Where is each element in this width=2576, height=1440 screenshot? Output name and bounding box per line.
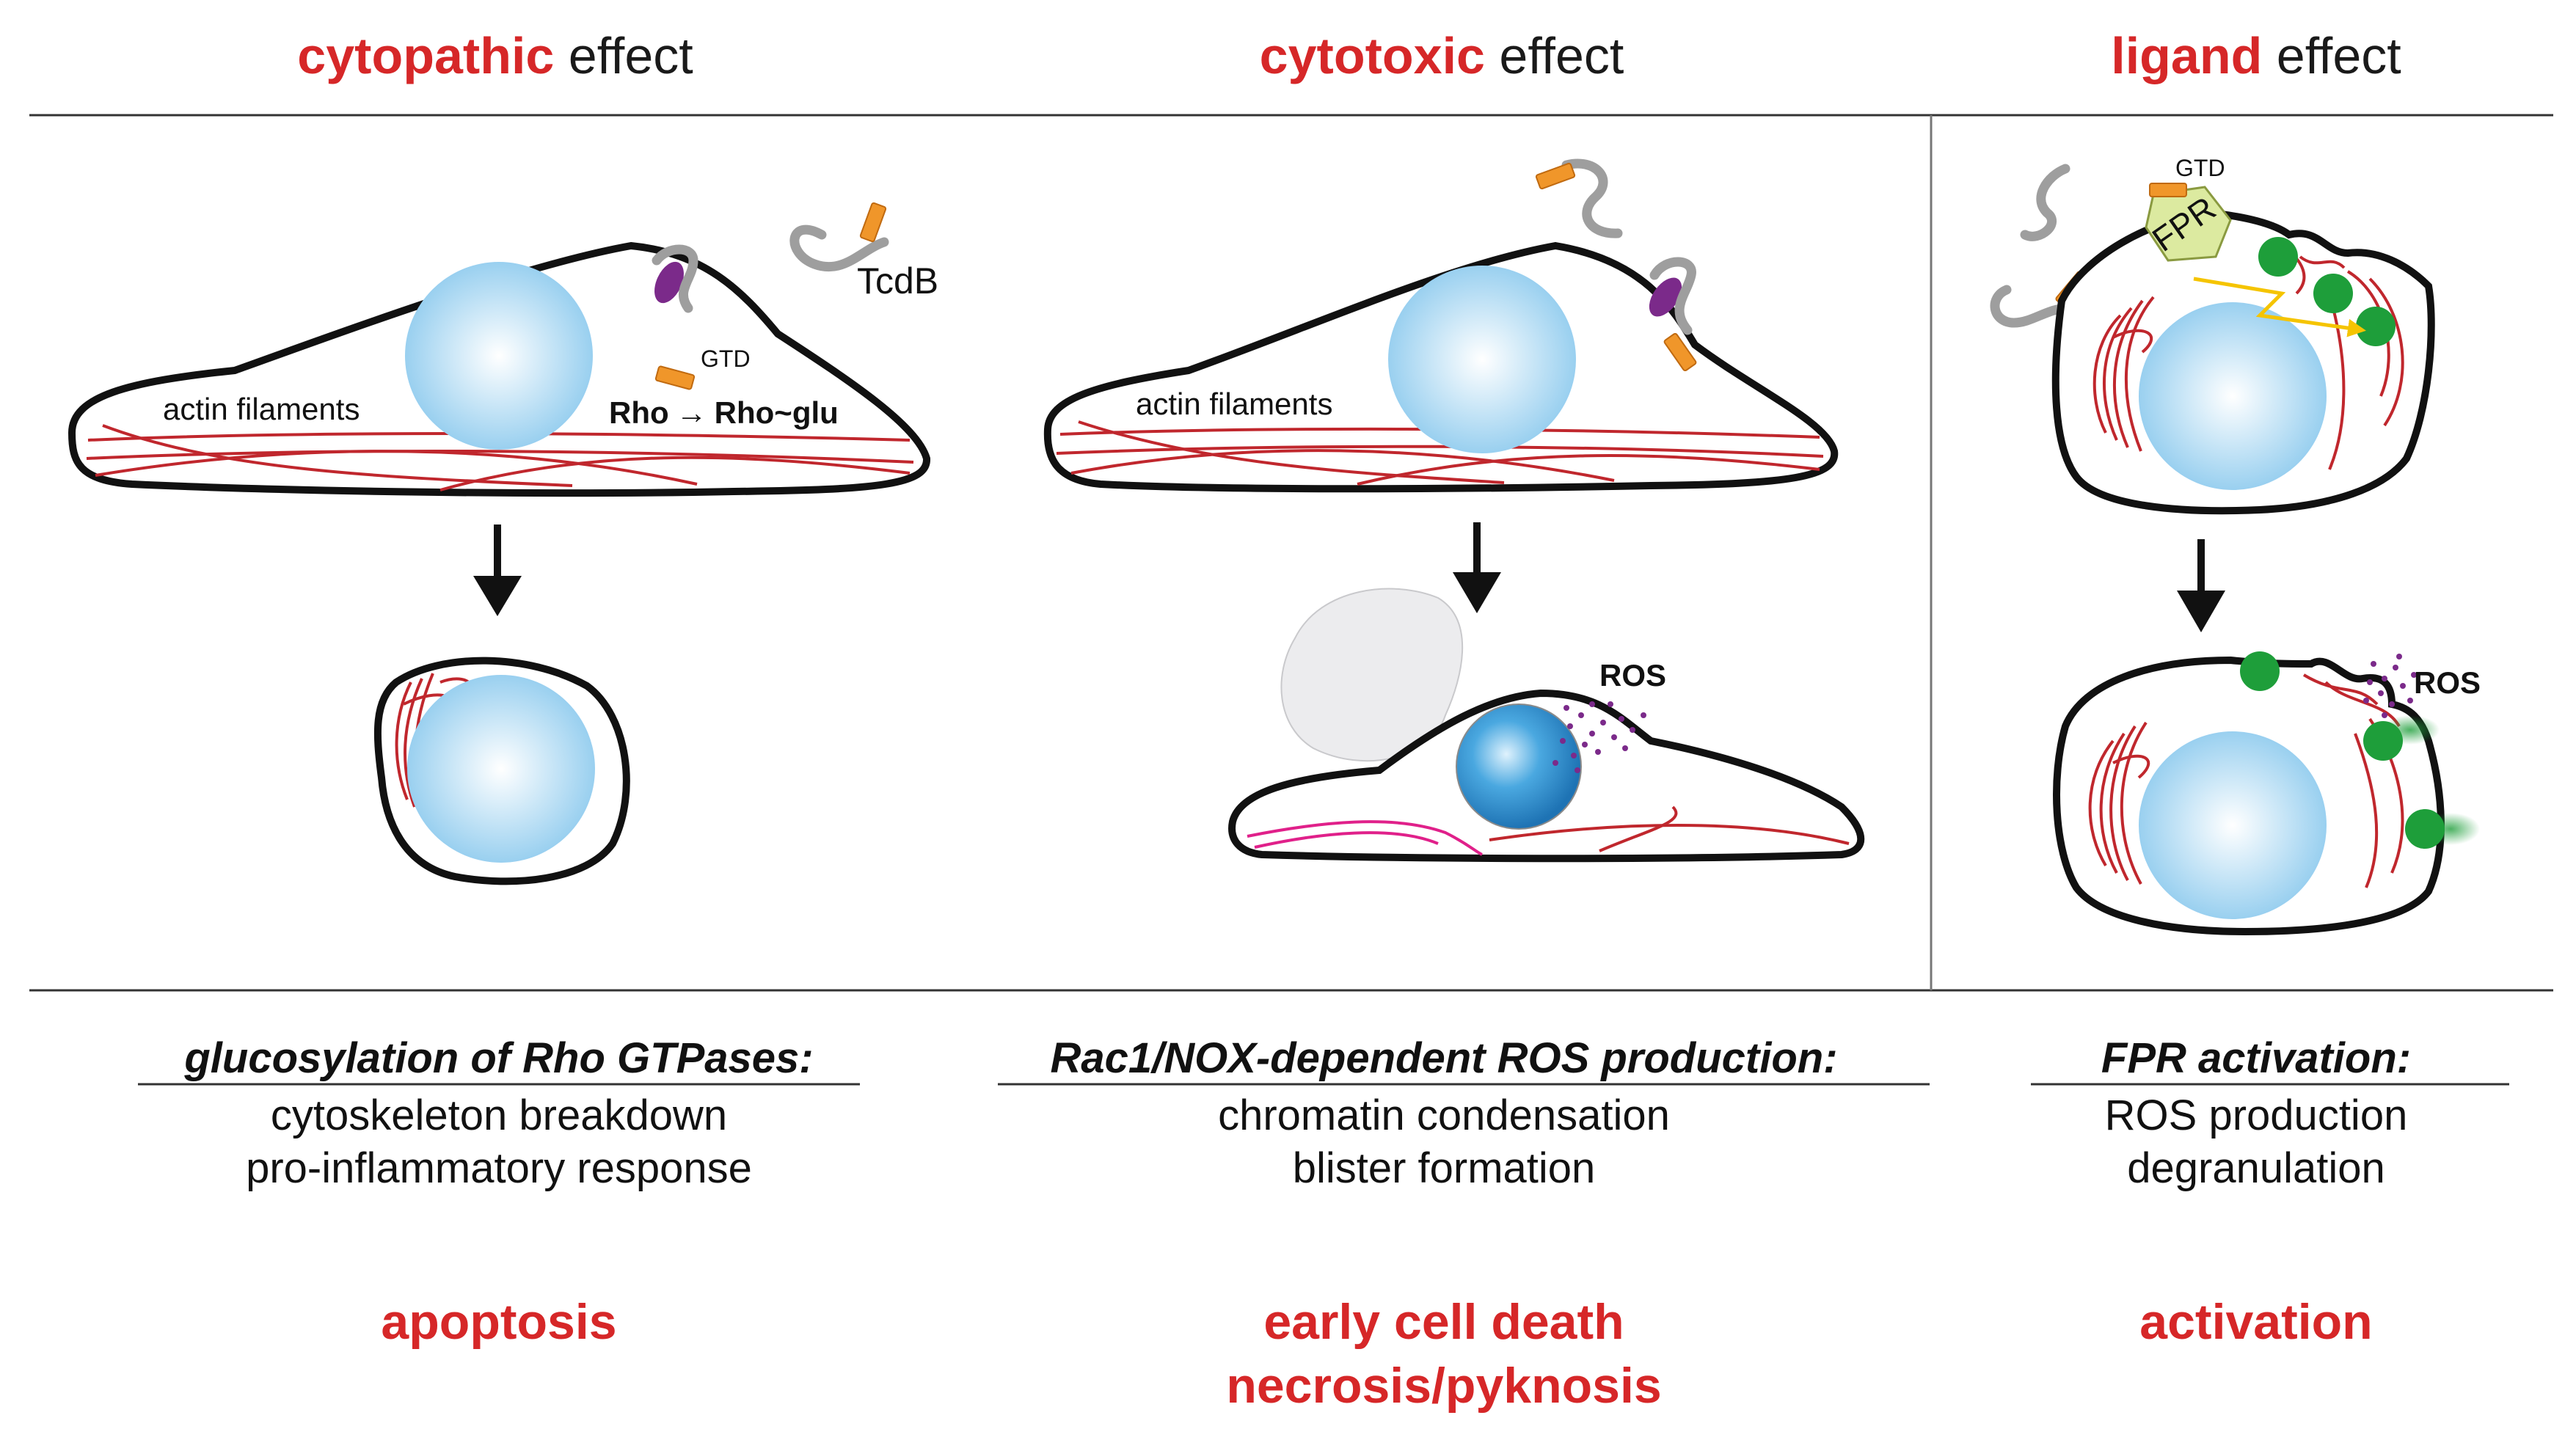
- header-ligand: ligand effect: [2111, 27, 2401, 84]
- actin-filaments-label: actin filaments: [163, 392, 360, 426]
- toxin-molecule: [1990, 285, 2074, 328]
- actin-filament: [439, 456, 911, 491]
- mechanism-line: cytoskeleton breakdown: [271, 1092, 727, 1139]
- mechanism-title: glucosylation of Rho GTPases:: [183, 1034, 813, 1082]
- granule: [2258, 237, 2298, 277]
- actin-cluster: [395, 681, 412, 800]
- actin-filament: [1357, 454, 1820, 486]
- actin-filament: [1056, 445, 1824, 458]
- rho-reaction-label: Rho→Rho~glu: [609, 395, 839, 430]
- toxin-gtd-fragment: [1535, 162, 1576, 190]
- gtd-fragment: [654, 365, 696, 390]
- actin-filament: [1599, 805, 1678, 852]
- mechanism-line: degranulation: [2127, 1144, 2385, 1192]
- actin-cluster: [2112, 299, 2144, 448]
- actin-filament: [1254, 831, 1439, 849]
- actin-cluster: [2112, 754, 2150, 779]
- mechanism-line: chromatin condensation: [1218, 1092, 1670, 1139]
- actin-filament: [2368, 277, 2404, 427]
- granule: [2240, 651, 2280, 691]
- actin-filament: [1489, 824, 1850, 845]
- actin-cluster: [2109, 725, 2137, 881]
- actin-filament: [86, 449, 914, 464]
- ros-dots: [1552, 701, 1646, 773]
- mechanism-ligand: FPR activation: ROS production degranula…: [2031, 1034, 2509, 1350]
- actin-filament: [1078, 420, 1505, 484]
- tcdb-label: TcdB: [857, 260, 938, 301]
- nucleus: [2139, 731, 2327, 919]
- granule: [2363, 721, 2403, 761]
- outcome-label: necrosis/pyknosis: [1226, 1358, 1661, 1414]
- tcdb-gtd-fragment: [859, 202, 887, 243]
- nucleus: [407, 675, 595, 863]
- granule: [2405, 809, 2445, 849]
- gtd-label: GTD: [2175, 155, 2225, 181]
- ros-dots: [2363, 654, 2417, 718]
- actin-filament: [102, 424, 573, 487]
- actin-filament: [2354, 733, 2379, 888]
- actin-cluster: [404, 678, 423, 808]
- ligand-panel: FPR GTD: [1990, 155, 2481, 936]
- nucleus: [2139, 302, 2327, 490]
- down-arrow-head: [2177, 591, 2225, 632]
- mechanism-title: FPR activation:: [2101, 1034, 2411, 1082]
- receptor: [1649, 277, 1682, 317]
- mechanism-cytopathic: glucosylation of Rho GTPases: cytoskelet…: [138, 1034, 860, 1350]
- mechanism-title: Rac1/NOX-dependent ROS production:: [1050, 1034, 1837, 1082]
- toxin-molecule: [1561, 158, 1623, 238]
- actin-filament: [2302, 673, 2379, 706]
- outcome-label: activation: [2139, 1294, 2372, 1350]
- actin-filament: [2299, 255, 2346, 269]
- actin-cluster: [2099, 732, 2126, 874]
- actin-cluster: [2088, 739, 2115, 867]
- actin-filament: [2328, 307, 2346, 470]
- receptor: [654, 261, 684, 304]
- actin-filament: [1247, 820, 1483, 856]
- header-cytotoxic: cytotoxic effect: [1260, 27, 1624, 84]
- down-arrow-head: [1453, 572, 1501, 613]
- blister: [1280, 588, 1464, 762]
- actin-filament: [1059, 427, 1820, 439]
- bound-toxin: [1649, 257, 1696, 335]
- mechanism-line: pro-inflammatory response: [246, 1144, 752, 1192]
- toxin-molecule: [2020, 164, 2070, 241]
- nucleus: [405, 262, 593, 450]
- gtd-label: GTD: [701, 346, 751, 372]
- nucleus: [1388, 266, 1576, 453]
- mechanism-cytotoxic: Rac1/NOX-dependent ROS production: chrom…: [998, 1034, 1930, 1414]
- actin-filaments-label: actin filaments: [1136, 387, 1332, 421]
- outcome-label: early cell death: [1263, 1294, 1624, 1350]
- actin-cluster: [2092, 314, 2122, 434]
- granule: [2356, 307, 2396, 346]
- bound-toxin: [652, 244, 698, 313]
- fpr-receptor: [2145, 186, 2232, 262]
- actin-filament: [95, 450, 698, 486]
- down-arrow-head: [473, 576, 522, 616]
- signal-arrow: [2193, 277, 2366, 337]
- actin-filament: [1070, 449, 1615, 482]
- cytotoxic-panel: actin filaments ROS: [1043, 158, 1865, 863]
- actin-cluster: [2112, 329, 2153, 354]
- ros-label: ROS: [1599, 658, 1666, 692]
- ros-label: ROS: [2414, 665, 2481, 700]
- tcdb-molecule: [789, 224, 889, 272]
- outcome-label: apoptosis: [381, 1294, 616, 1350]
- mechanism-line: blister formation: [1293, 1144, 1596, 1192]
- gtd-fragment: [1663, 332, 1697, 372]
- condensed-nucleus: [1456, 703, 1582, 830]
- mechanism-line: ROS production: [2105, 1092, 2408, 1139]
- actin-cluster: [2124, 296, 2155, 452]
- cytopathic-panel: TcdB GTD actin filaments Rho→Rho~glu: [67, 202, 938, 885]
- actin-cluster: [2120, 721, 2148, 885]
- header-cytopathic: cytopathic effect: [297, 27, 693, 84]
- gtd-fragment: [2149, 183, 2187, 197]
- granule: [2313, 274, 2353, 313]
- actin-cluster: [2102, 307, 2133, 441]
